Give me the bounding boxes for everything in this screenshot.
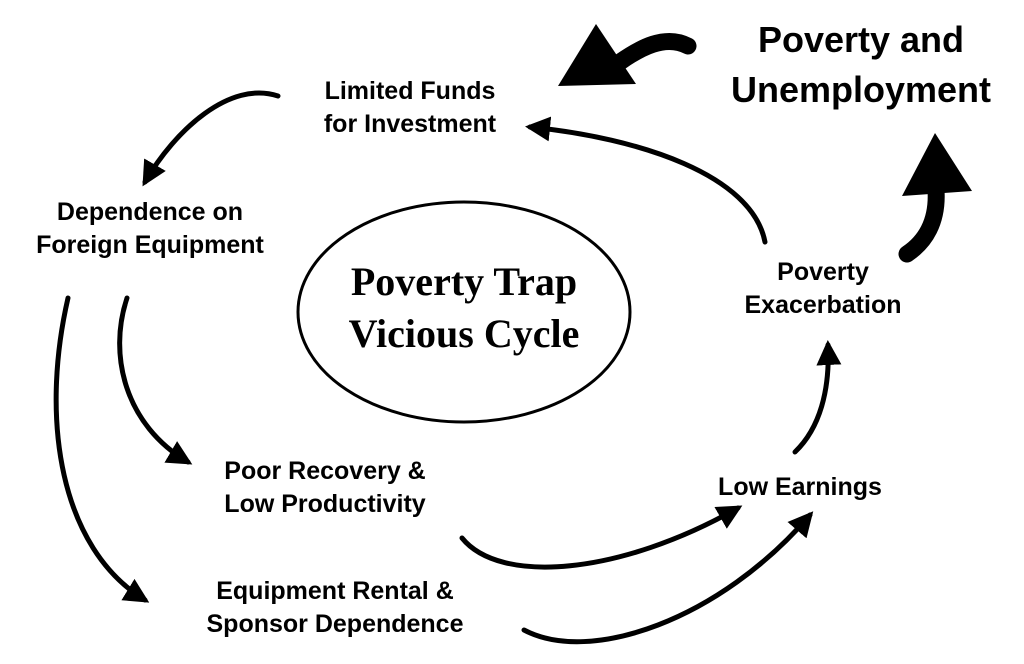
node-low-earnings-line1: Low Earnings	[718, 473, 882, 501]
thick-arrow-to-headline	[898, 181, 945, 263]
node-dependence-line1: Dependence on	[56, 198, 244, 226]
node-limited-funds-line1: Limited Funds	[324, 77, 496, 105]
node-low-earnings: Low Earnings	[688, 471, 912, 504]
arrow-earnings-to-exacerbation	[792, 340, 842, 455]
node-limited-funds: Limited Funds for Investment	[290, 75, 530, 140]
node-limited-funds-line2: for Investment	[323, 109, 497, 138]
headline: Poverty and Unemployment	[698, 15, 1024, 114]
thick-arrowhead-to-headline	[902, 133, 972, 196]
thick-arrow-to-funds	[611, 33, 697, 71]
node-equipment-rental-line1: Equipment Rental &	[216, 577, 454, 605]
node-poverty-exacerbation-line1: Poverty	[777, 258, 869, 286]
thick-arrowhead-to-funds	[558, 24, 636, 86]
arrow-dependence-to-recovery	[117, 295, 193, 465]
node-equipment-rental-line2: Sponsor Dependence	[206, 609, 464, 638]
arrow-dependence-to-rental	[53, 295, 150, 603]
node-poverty-exacerbation: Poverty Exacerbation	[718, 256, 928, 321]
headline-line2: Unemployment	[730, 68, 992, 110]
node-poor-recovery: Poor Recovery & Low Productivity	[185, 455, 465, 520]
center-title: Poverty Trap Vicious Cycle	[300, 256, 628, 360]
arrow-rental-to-earnings	[521, 511, 814, 645]
node-dependence-line2: Foreign Equipment	[36, 230, 264, 259]
node-dependence: Dependence on Foreign Equipment	[0, 196, 300, 261]
center-ellipse	[296, 200, 632, 424]
center-title-line1: Poverty Trap	[350, 259, 578, 304]
node-equipment-rental: Equipment Rental & Sponsor Dependence	[165, 575, 505, 640]
node-poor-recovery-line1: Poor Recovery &	[224, 457, 426, 485]
node-poverty-exacerbation-line2: Exacerbation	[744, 290, 902, 319]
center-title-line2: Vicious Cycle	[348, 311, 580, 356]
arrow-exacerbation-to-funds	[525, 116, 768, 245]
node-poor-recovery-line2: Low Productivity	[224, 489, 426, 518]
headline-line1: Poverty and	[757, 19, 965, 60]
arrow-recovery-to-earnings	[459, 505, 743, 570]
arrow-funds-to-dependence	[142, 90, 281, 187]
